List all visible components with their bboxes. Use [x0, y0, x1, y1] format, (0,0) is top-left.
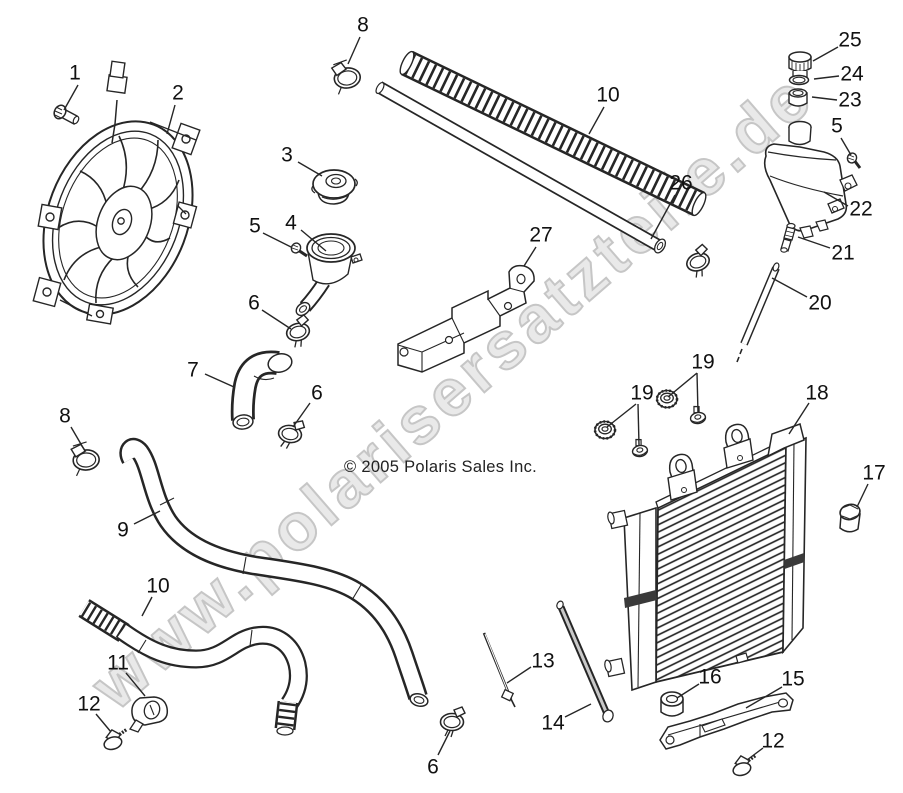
bottle-cap-part-25 — [788, 51, 812, 80]
band-clamp-part-8a — [330, 57, 364, 96]
bolt-part-5b — [846, 152, 862, 169]
smooth-tube-part-26 — [375, 81, 667, 254]
bolt-part-1 — [53, 104, 80, 125]
hose-clamp-part-6a — [282, 313, 316, 351]
bolt-part-17 — [839, 503, 861, 533]
seal-part-24 — [788, 74, 810, 86]
rod-part-14 — [556, 600, 614, 723]
fan-assembly-part-2 — [32, 60, 201, 325]
washer-part-19a — [687, 404, 708, 426]
cable-tie-part-13 — [482, 632, 516, 708]
bushing-part-23 — [788, 88, 808, 107]
overflow-hose-part-20 — [736, 262, 780, 363]
bolt-part-5 — [290, 242, 308, 258]
hose-clamp-part-6b — [275, 416, 307, 452]
hose-part-10b — [78, 599, 308, 736]
hose-part-9 — [119, 437, 429, 707]
cable-clamp-part-11 — [129, 696, 169, 733]
corrugated-tube-part-10 — [399, 50, 707, 217]
hose-clamp-part-6d — [681, 242, 717, 281]
overflow-bottle-part-22 — [763, 120, 858, 239]
washer-part-19b — [629, 437, 650, 459]
bolt-part-12a — [99, 725, 129, 755]
radiator-part-18 — [604, 423, 807, 692]
fitting-part-21 — [780, 222, 796, 253]
grommet-part-16 — [660, 691, 684, 717]
hose-clamp-part-6c — [439, 706, 466, 738]
filler-neck-part-4 — [295, 233, 363, 317]
copyright-text: © 2005 Polaris Sales Inc. — [344, 458, 538, 476]
radiator-cap-part-3 — [311, 169, 358, 205]
nut-part-19a — [655, 389, 679, 409]
bolt-part-12b — [728, 751, 758, 781]
elbow-hose-part-7 — [230, 350, 293, 430]
band-clamp-part-8b — [69, 440, 102, 477]
nut-part-19b — [593, 420, 617, 440]
mounting-bracket-part-27 — [397, 264, 535, 373]
